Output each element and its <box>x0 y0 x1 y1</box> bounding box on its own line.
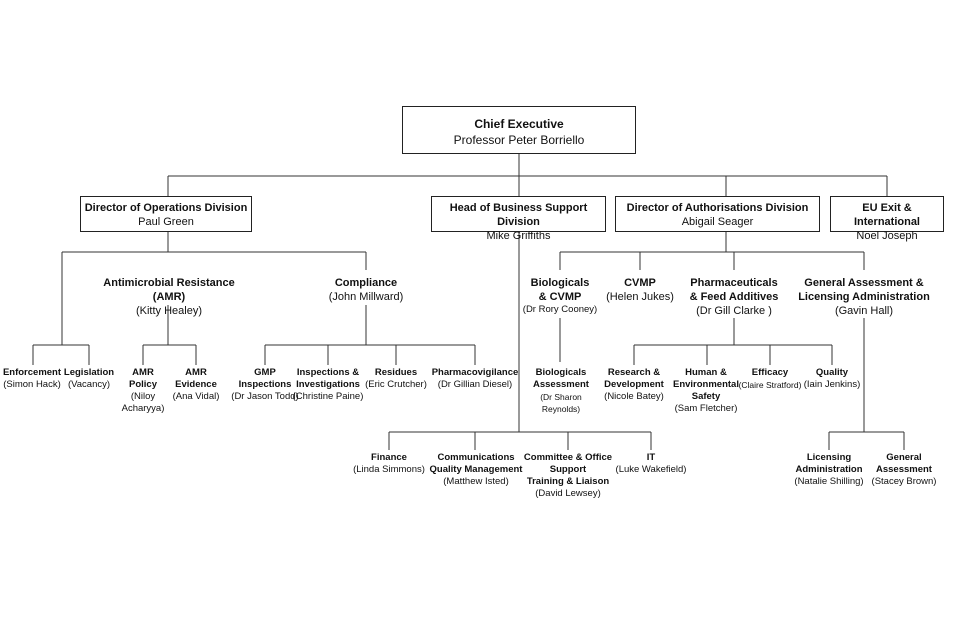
node-title: Human & Environmental Safety <box>673 367 739 402</box>
amr-evidence-node: AMR Evidence (Ana Vidal) <box>170 367 222 403</box>
node-title: Legislation <box>63 367 115 378</box>
chief-executive-box: Chief Executive Professor Peter Borriell… <box>402 106 636 154</box>
it-node: IT (Luke Wakefield) <box>614 452 688 476</box>
node-title: Research & Development <box>604 367 664 390</box>
node-person: (Simon Hack) <box>3 379 61 390</box>
node-title: General Assessment & Licensing Administr… <box>798 277 930 303</box>
finance-node: Finance (Linda Simmons) <box>350 452 428 476</box>
node-title: Efficacy <box>751 367 789 378</box>
node-person: (John Millward) <box>328 291 404 303</box>
node-person: (Helen Jukes) <box>606 291 674 303</box>
biologicals-assessment-node: Biologicals Assessment (Dr Sharon Reynol… <box>520 367 602 415</box>
node-title: Director of Operations Division <box>84 202 248 214</box>
node-person: Noel Joseph <box>856 230 918 242</box>
research-development-node: Research & Development (Nicole Batey) <box>600 367 668 403</box>
general-assessment-licensing-node: General Assessment & Licensing Administr… <box>798 276 930 318</box>
node-title: Biologicals Assessment <box>533 367 589 390</box>
node-person: (Vacancy) <box>67 379 111 390</box>
node-title: Committee & Office Support Training & Li… <box>523 452 613 487</box>
node-title: Antimicrobial Resistance (AMR) <box>103 277 235 303</box>
node-title: Director of Authorisations Division <box>626 202 809 214</box>
node-title: Pharmacovigilance <box>431 367 519 378</box>
node-person: (Stacey Brown) <box>871 476 937 487</box>
human-environmental-safety-node: Human & Environmental Safety (Sam Fletch… <box>668 367 744 415</box>
compliance-node: Compliance (John Millward) <box>316 276 416 304</box>
node-person: (Eric Crutcher) <box>365 379 427 390</box>
node-person: (Claire Stratford) <box>738 380 802 390</box>
node-person: (Kitty Healey) <box>135 305 203 317</box>
legislation-node: Legislation (Vacancy) <box>62 367 116 391</box>
node-title: Finance <box>371 452 407 463</box>
node-person: Paul Green <box>138 216 194 228</box>
node-title: EU Exit & International <box>853 202 920 228</box>
node-person: (Niloy Acharyya) <box>121 391 165 414</box>
amr-policy-node: AMR Policy (Niloy Acharyya) <box>118 367 168 415</box>
authorisations-division-box: Director of Authorisations Division Abig… <box>615 196 820 232</box>
pharmaceuticals-node: Pharmaceuticals & Feed Additives (Dr Gil… <box>682 276 786 318</box>
node-person: (Dr Rory Cooney) <box>522 304 598 315</box>
node-title: Inspections & Investigations <box>296 367 360 390</box>
gmp-inspections-node: GMP Inspections (Dr Jason Todd) <box>222 367 308 403</box>
efficacy-node: Efficacy (Claire Stratford) <box>736 367 804 391</box>
node-title: Compliance <box>334 277 398 289</box>
node-title: Pharmaceuticals & Feed Additives <box>689 277 779 303</box>
node-title: General Assessment <box>876 452 932 475</box>
node-title: Licensing Administration <box>795 452 863 475</box>
node-title: Chief Executive <box>474 117 564 131</box>
node-person: (Dr Gill Clarke ) <box>696 305 772 317</box>
node-title: Biologicals & CVMP <box>530 277 590 303</box>
pharmacovigilance-node: Pharmacovigilance (Dr Gillian Diesel) <box>428 367 522 391</box>
committee-office-support-node: Committee & Office Support Training & Li… <box>522 452 614 500</box>
node-title: Enforcement <box>2 367 62 378</box>
node-title: IT <box>646 452 656 463</box>
biologicals-cvmp-node: Biologicals & CVMP (Dr Rory Cooney) <box>520 276 600 316</box>
enforcement-node: Enforcement (Simon Hack) <box>0 367 64 391</box>
node-title: CVMP <box>624 277 656 289</box>
amr-node: Antimicrobial Resistance (AMR) (Kitty He… <box>86 276 252 318</box>
cvmp-node: CVMP (Helen Jukes) <box>604 276 676 304</box>
node-person: (Nicole Batey) <box>604 391 664 402</box>
node-person: (David Lewsey) <box>535 488 601 499</box>
eu-exit-box: EU Exit & International Noel Joseph <box>830 196 944 242</box>
node-title: Residues <box>374 367 418 378</box>
node-title: Head of Business Support Division <box>449 202 588 228</box>
node-title: AMR Policy <box>129 367 157 390</box>
node-title: GMP Inspections <box>238 367 292 390</box>
node-person: (Christine Paine) <box>292 391 364 402</box>
communications-node: Communications Quality Management (Matth… <box>428 452 524 488</box>
residues-node: Residues (Eric Crutcher) <box>364 367 428 391</box>
node-person: Mike Griffiths <box>486 230 551 242</box>
node-title: Communications Quality Management <box>429 452 523 475</box>
business-support-division-box: Head of Business Support Division Mike G… <box>431 196 606 242</box>
node-person: Abigail Seager <box>681 216 754 228</box>
licensing-administration-node: Licensing Administration (Natalie Shilli… <box>790 452 868 488</box>
node-title: AMR Evidence <box>175 367 217 390</box>
node-person: (Ana Vidal) <box>172 391 220 402</box>
inspections-investigations-node: Inspections & Investigations (Christine … <box>290 367 366 403</box>
general-assessment-node: General Assessment (Stacey Brown) <box>868 452 940 488</box>
node-person: (Luke Wakefield) <box>615 464 687 475</box>
node-person: (Gavin Hall) <box>834 305 894 317</box>
node-person: (Iain Jenkins) <box>803 379 861 390</box>
node-person: Professor Peter Borriello <box>453 133 585 147</box>
node-person: (Linda Simmons) <box>353 464 425 475</box>
quality-node: Quality (Iain Jenkins) <box>800 367 864 391</box>
node-person: (Dr Sharon Reynolds) <box>540 392 582 414</box>
operations-division-box: Director of Operations Division Paul Gre… <box>80 196 252 232</box>
node-title: Quality <box>815 367 849 378</box>
node-person: (Dr Jason Todd) <box>231 391 299 402</box>
node-person: (Matthew Isted) <box>443 476 509 487</box>
node-person: (Dr Gillian Diesel) <box>437 379 513 390</box>
node-person: (Natalie Shilling) <box>794 476 864 487</box>
node-person: (Sam Fletcher) <box>674 403 738 414</box>
